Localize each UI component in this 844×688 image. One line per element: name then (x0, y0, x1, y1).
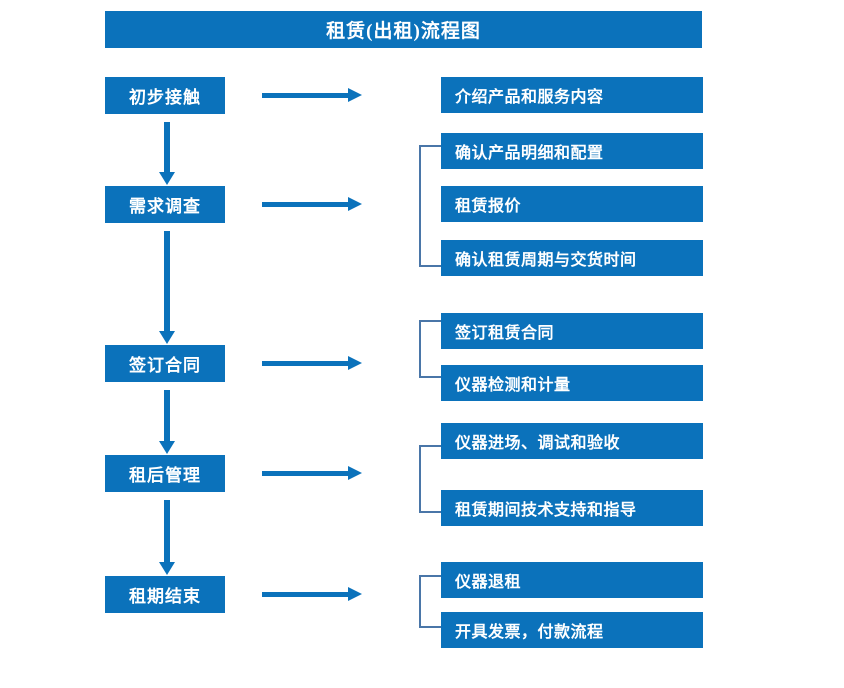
page-title: 租赁(出租)流程图 (105, 11, 702, 48)
detail-box-zulin-baojia[interactable]: 租赁报价 (441, 186, 703, 222)
detail-box-yiqi-jinchang-tiaoshi[interactable]: 仪器进场、调试和验收 (441, 423, 703, 459)
detail-box-kaiju-fapiao-fukuan[interactable]: 开具发票，付款流程 (441, 612, 703, 648)
group-bracket-qianding-hetong (419, 320, 441, 378)
flow-arrow-down-4 (157, 500, 177, 575)
group-bracket-xuqiu-diaocha (419, 145, 441, 267)
stage-box-zuqi-jieshu[interactable]: 租期结束 (105, 576, 225, 613)
detail-box-queren-chanpin-mingxi[interactable]: 确认产品明细和配置 (441, 133, 703, 169)
flow-arrow-down-1 (157, 122, 177, 185)
group-bracket-zuhou-guanli (419, 445, 441, 513)
branch-arrow-right-5 (262, 587, 362, 601)
branch-arrow-right-4 (262, 466, 362, 480)
detail-box-zulin-qijian-jishu-zhichi[interactable]: 租赁期间技术支持和指导 (441, 490, 703, 526)
branch-arrow-right-2 (262, 197, 362, 211)
stage-box-qianding-hetong[interactable]: 签订合同 (105, 345, 225, 382)
flow-arrow-down-3 (157, 390, 177, 454)
detail-box-yiqi-jiance-jiliang[interactable]: 仪器检测和计量 (441, 365, 703, 401)
branch-arrow-right-3 (262, 356, 362, 370)
detail-box-yiqi-tuizu[interactable]: 仪器退租 (441, 562, 703, 598)
stage-box-zuhou-guanli[interactable]: 租后管理 (105, 455, 225, 492)
stage-box-xuqiu-diaocha[interactable]: 需求调查 (105, 186, 225, 223)
branch-arrow-right-1 (262, 88, 362, 102)
flow-arrow-down-2 (157, 231, 177, 344)
detail-box-queren-zulin-zhouqi[interactable]: 确认租赁周期与交货时间 (441, 240, 703, 276)
stage-box-chubu-jiechu[interactable]: 初步接触 (105, 77, 225, 114)
detail-box-qianding-zulin-hetong[interactable]: 签订租赁合同 (441, 313, 703, 349)
group-bracket-zuqi-jieshu (419, 575, 441, 628)
detail-box-jieshao-chanpin-fuwu[interactable]: 介绍产品和服务内容 (441, 77, 703, 113)
